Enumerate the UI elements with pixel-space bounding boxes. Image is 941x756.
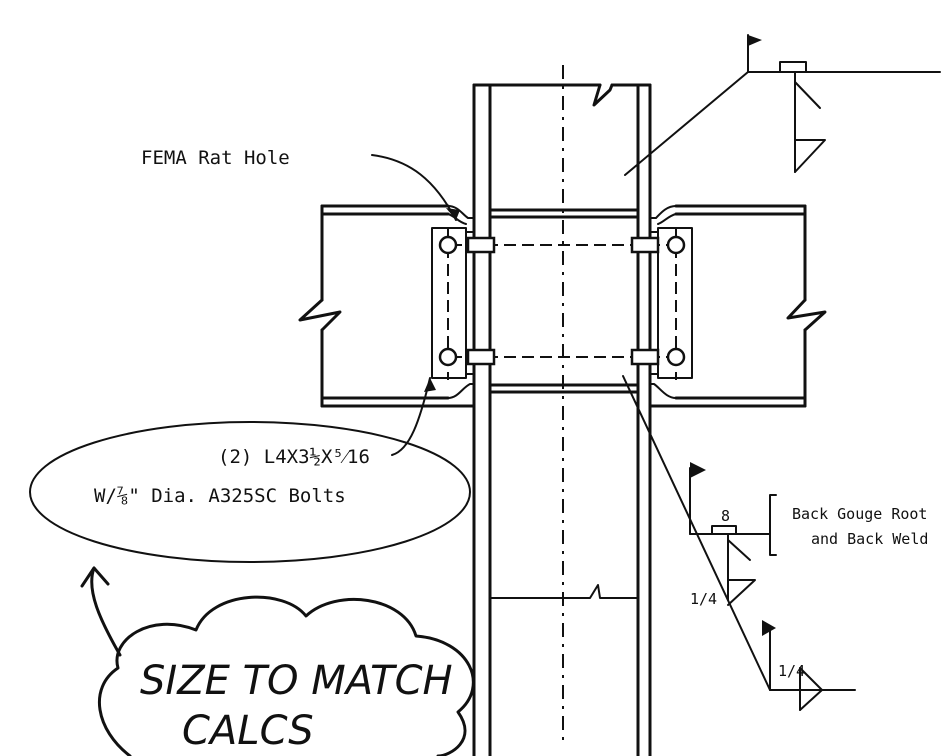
back-gouge-label: Back Gouge Root	[792, 505, 927, 523]
leaders	[371, 154, 460, 456]
callout-cloud	[97, 595, 475, 756]
bolt	[466, 236, 496, 254]
bolt	[466, 348, 496, 366]
weld-size-label-2: 1/4	[778, 662, 805, 680]
bolt-label: W/⅞" Dia. A325SC Bolts	[94, 485, 346, 507]
bolts	[438, 235, 686, 367]
left-beam	[298, 204, 476, 408]
column	[472, 65, 652, 756]
bolt	[438, 235, 458, 255]
bolt	[666, 235, 686, 255]
weld-size-label: 1/4	[690, 590, 717, 608]
angle-label: (2) L4X3½X⁵⁄16	[218, 446, 370, 468]
bolt	[438, 347, 458, 367]
rat-hole-label: FEMA Rat Hole	[141, 147, 290, 169]
right-beam	[648, 204, 827, 408]
handwritten-note-line1: SIZE TO MATCH	[140, 658, 453, 704]
back-weld-label: and Back Weld	[811, 530, 928, 548]
callout-oval	[29, 421, 471, 563]
continuity-plates	[488, 208, 640, 394]
bolt	[666, 347, 686, 367]
bolt	[630, 236, 660, 254]
weld-symbol-top	[624, 34, 941, 176]
handwritten-note-line2: CALCS	[182, 708, 314, 754]
root-opening-label: 8	[721, 507, 730, 525]
callout-arrow	[90, 566, 122, 657]
weld-symbol-bottom	[622, 375, 856, 711]
bolt	[630, 348, 660, 366]
